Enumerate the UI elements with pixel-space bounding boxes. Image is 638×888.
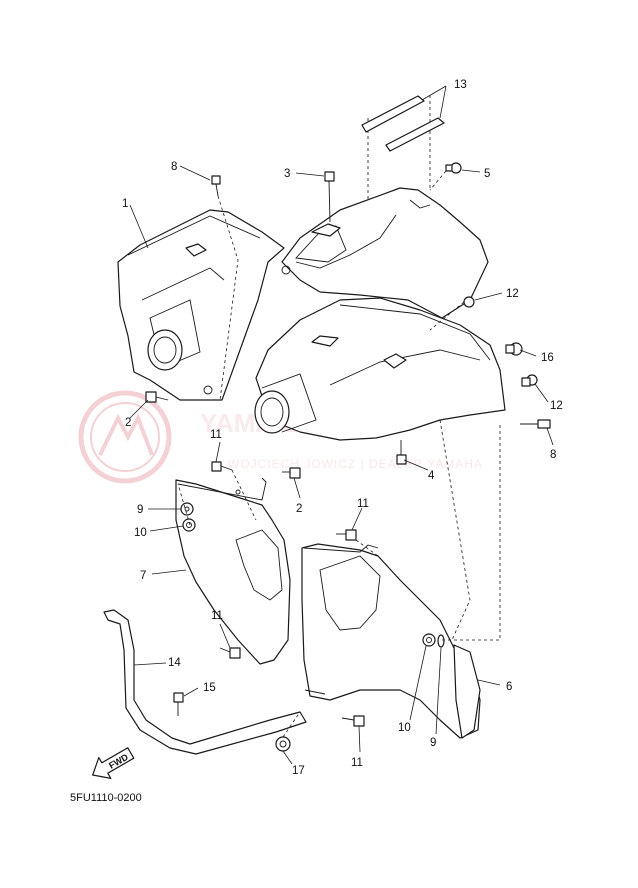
nut-icon bbox=[182, 518, 196, 532]
part-1-left-fender bbox=[117, 209, 285, 401]
bolt-icon bbox=[282, 467, 301, 479]
bolt-icon bbox=[211, 175, 221, 197]
callout-4: 4 bbox=[428, 470, 435, 482]
callout-16: 16 bbox=[541, 352, 554, 364]
bolt-icon bbox=[336, 529, 357, 541]
bolt-icon bbox=[396, 440, 407, 465]
part-7-left-mudguard bbox=[175, 477, 291, 665]
assembly-lines bbox=[177, 170, 501, 738]
callout-2-b: 2 bbox=[296, 503, 302, 515]
callout-2: 2 bbox=[125, 417, 131, 429]
callout-12: 12 bbox=[550, 400, 563, 412]
bolt-icon bbox=[324, 171, 335, 223]
callout-8: 8 bbox=[171, 161, 177, 173]
bolt-icon bbox=[520, 419, 551, 429]
fwd-arrow-icon: FWD bbox=[92, 747, 135, 779]
callout-3: 3 bbox=[284, 168, 290, 180]
clip-icon bbox=[463, 296, 475, 308]
callout-5: 5 bbox=[484, 168, 490, 180]
clip-icon bbox=[505, 342, 523, 356]
fasteners bbox=[145, 162, 551, 752]
clip-icon bbox=[521, 374, 538, 387]
callout-9-b: 9 bbox=[430, 737, 436, 749]
part-center-panel bbox=[281, 187, 489, 319]
drawing-code: 5FU1110-0200 bbox=[70, 792, 142, 804]
callout-15: 15 bbox=[203, 682, 216, 694]
leader-lines bbox=[129, 85, 554, 765]
watermark-dealer: WOJCIECH JOWICZ | DEALER YAMAHA bbox=[228, 457, 483, 471]
part-main-fender bbox=[254, 297, 506, 441]
callout-10: 10 bbox=[134, 527, 147, 539]
bolt-icon bbox=[211, 461, 233, 472]
part-14-bracket bbox=[103, 609, 307, 755]
callout-13: 13 bbox=[454, 79, 467, 91]
callout-11: 11 bbox=[210, 429, 222, 441]
clip-icon bbox=[445, 162, 462, 174]
callout-6: 6 bbox=[506, 681, 512, 693]
callout-14: 14 bbox=[168, 657, 181, 669]
callout-labels: 1 2 3 4 5 6 7 8 9 10 11 12 13 14 15 16 1… bbox=[122, 79, 563, 777]
washer-icon bbox=[437, 634, 445, 648]
callout-11-d: 11 bbox=[351, 757, 363, 769]
callout-11-c: 11 bbox=[211, 610, 223, 622]
nut-icon bbox=[275, 736, 291, 752]
callout-7: 7 bbox=[140, 570, 146, 582]
nut-icon bbox=[422, 633, 436, 647]
washer-icon bbox=[180, 502, 194, 516]
callout-12-b: 12 bbox=[506, 288, 519, 300]
callout-10-b: 10 bbox=[398, 722, 411, 734]
callout-11-b: 11 bbox=[357, 498, 369, 510]
callout-8-b: 8 bbox=[550, 449, 556, 461]
bolt-icon bbox=[341, 715, 365, 727]
bolt-icon bbox=[219, 647, 241, 659]
watermark-logo bbox=[78, 390, 172, 484]
bolt-icon bbox=[173, 692, 184, 716]
callout-9: 9 bbox=[137, 504, 143, 516]
part-13-stay bbox=[361, 95, 445, 240]
callout-1: 1 bbox=[122, 198, 128, 210]
part-6-right-mudguard bbox=[301, 543, 481, 739]
bolt-icon bbox=[145, 391, 169, 403]
callout-17: 17 bbox=[292, 765, 305, 777]
